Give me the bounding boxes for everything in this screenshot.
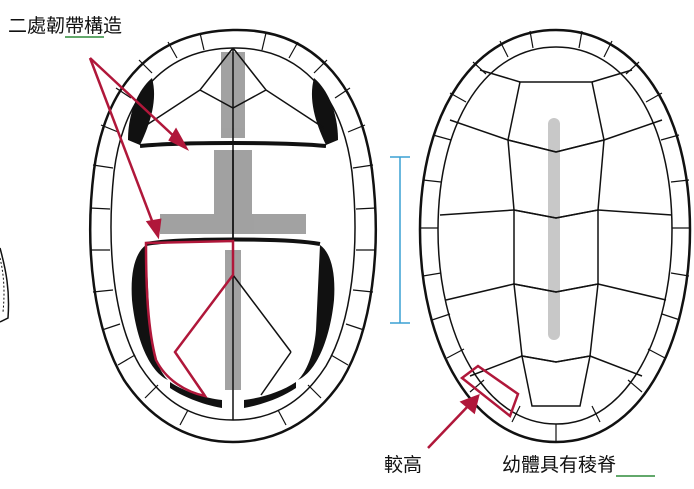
cropped-shell-fragment — [0, 248, 9, 322]
juvenile-keel-label: 幼體具有稜脊 — [502, 454, 616, 476]
higher-arrow — [428, 396, 478, 448]
hinge-label: 二處韌帶構造 — [8, 15, 122, 37]
higher-label: 較高 — [384, 454, 422, 476]
carapace — [420, 30, 690, 442]
plastron — [90, 30, 376, 442]
height-measure-bar — [390, 157, 410, 323]
